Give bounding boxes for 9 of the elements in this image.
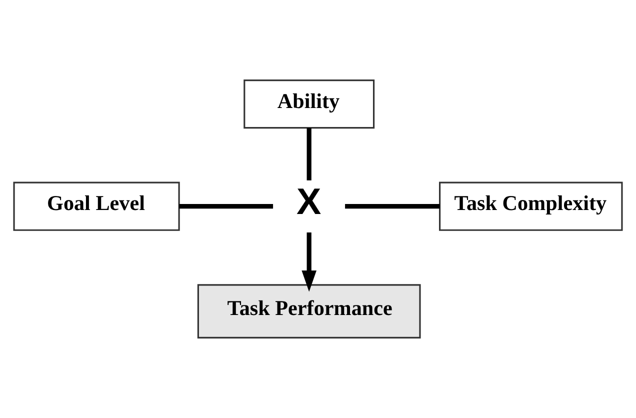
- node-box: Task Complexity: [439, 182, 623, 231]
- arrow: [302, 232, 316, 292]
- connector: [345, 204, 440, 209]
- connector: [179, 204, 274, 209]
- node-text: X: [296, 181, 322, 222]
- node-box: Ability: [244, 79, 375, 129]
- connector: [306, 128, 312, 180]
- node-box: Task Performance: [197, 284, 421, 339]
- node-box: Goal Level: [13, 182, 180, 231]
